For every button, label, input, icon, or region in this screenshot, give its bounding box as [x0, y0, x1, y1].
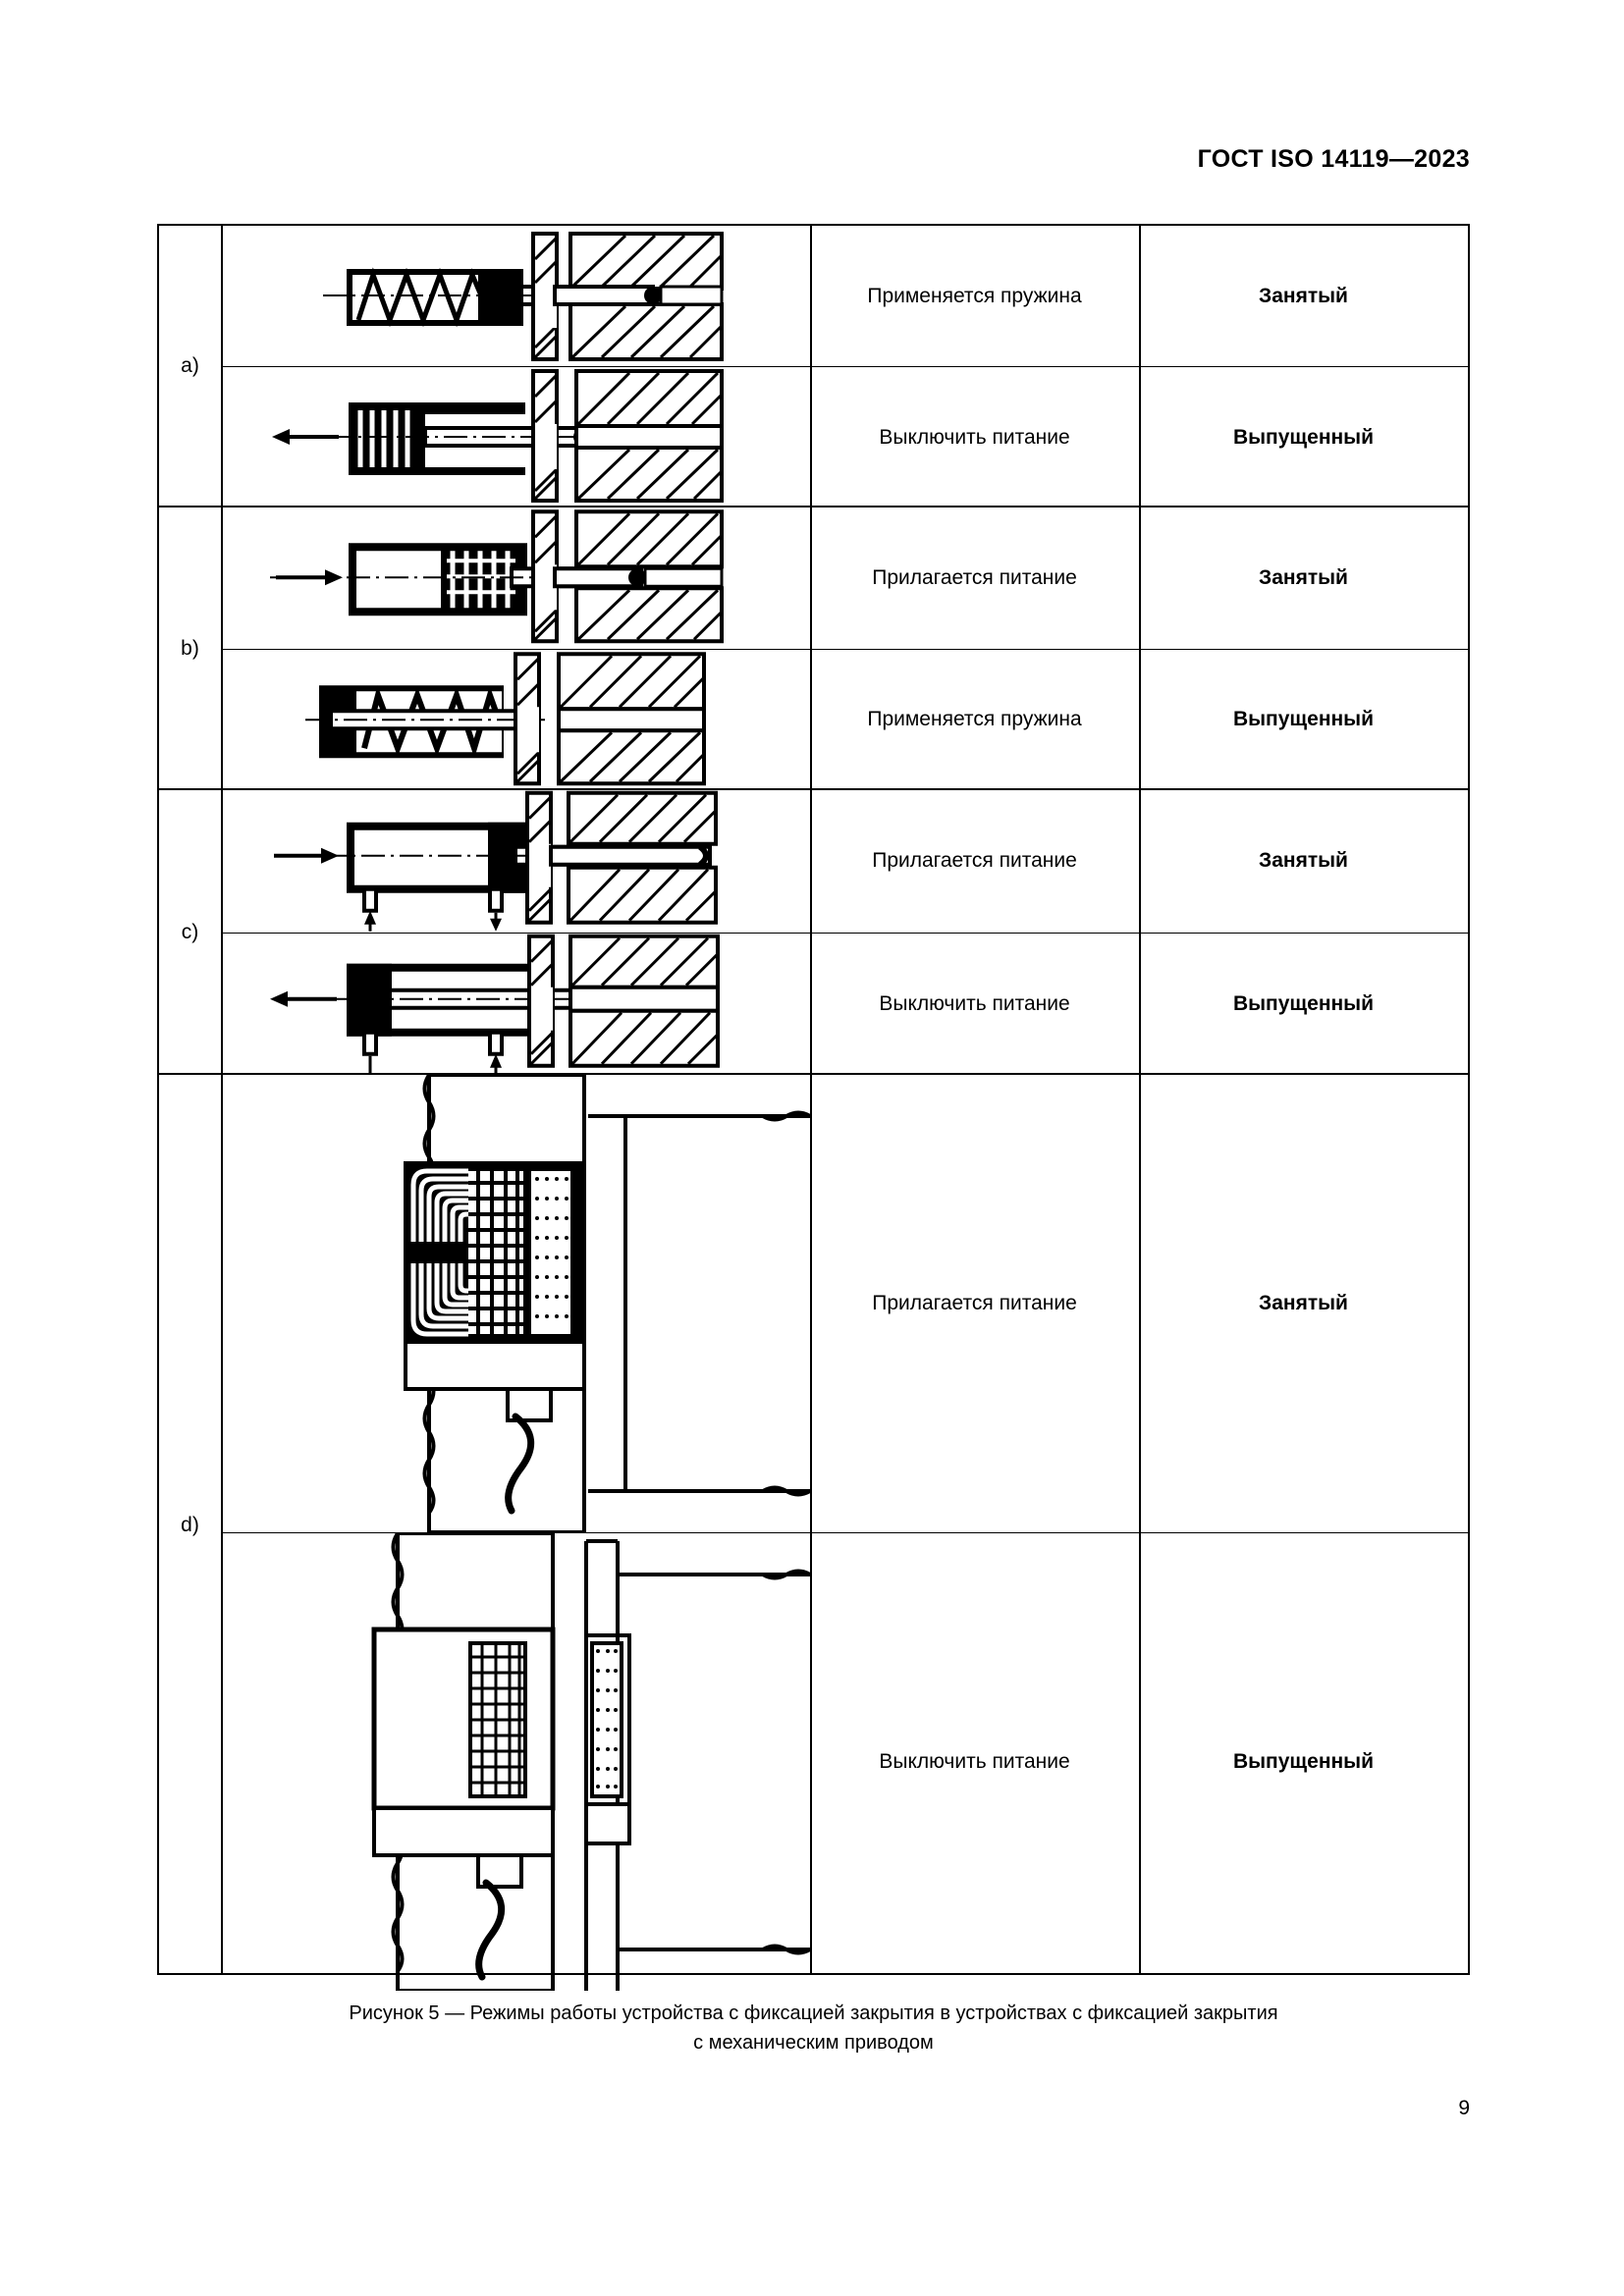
group-letter-b: b)	[181, 637, 199, 660]
table-row: Применяется пружина Занятый	[221, 226, 1468, 366]
table-row: Применяется пружина Выпущенный	[221, 648, 1468, 791]
figure-group-b: b)	[159, 506, 1468, 790]
diagram-pneumatic-power-on-bolt-extended	[221, 790, 810, 933]
state-label: Выпущенный	[1232, 425, 1375, 449]
column-divider-letter	[221, 226, 223, 1973]
figure-group-a: a)	[159, 226, 1468, 506]
state-label: Занятый	[1259, 284, 1348, 307]
state-label: Выпущенный	[1232, 1750, 1375, 1773]
diagram-spring-applied-bolt-retracted	[221, 650, 810, 791]
group-letter-a: a)	[181, 353, 199, 377]
figure-caption-line-1: Рисунок 5 — Режимы работы устройства с ф…	[349, 2002, 1278, 2024]
column-divider-action	[1139, 226, 1141, 1973]
table-row: Прилагается питание Занятый	[221, 790, 1468, 933]
action-label: Выключить питание	[879, 991, 1070, 1015]
action-label: Прилагается питание	[872, 565, 1077, 589]
action-label: Применяется пружина	[867, 708, 1082, 731]
page-number: 9	[1458, 2097, 1470, 2119]
state-label: Занятый	[1259, 565, 1348, 589]
diagram-power-off-bolt-retracted-spring-compressed	[221, 367, 810, 507]
table-row: Выключить питание Выпущенный	[221, 366, 1468, 507]
figure-caption: Рисунок 5 — Режимы работы устройства с ф…	[157, 1999, 1470, 2057]
figure-table: a)	[157, 224, 1470, 1991]
state-label: Выпущенный	[1232, 708, 1375, 731]
table-row: Прилагается питание Занятый	[221, 507, 1468, 649]
state-label: Занятый	[1259, 1292, 1348, 1314]
column-divider-diagram	[810, 226, 812, 1973]
action-label: Выключить питание	[879, 425, 1070, 449]
table-row: Выключить питание Выпущенный	[221, 1532, 1468, 1991]
action-label: Прилагается питание	[872, 849, 1077, 873]
figure-caption-line-2: с механическим приводом	[693, 2032, 934, 2054]
diagram-spring-applied-bolt-extended	[221, 226, 810, 366]
state-label: Выпущенный	[1232, 991, 1375, 1015]
table-row: Прилагается питание Занятый	[221, 1075, 1468, 1532]
action-label: Прилагается питание	[872, 1292, 1077, 1314]
action-label: Выключить питание	[879, 1750, 1070, 1773]
diagram-electromagnet-energized-door-closed	[221, 1075, 810, 1532]
figure-group-d: d)	[159, 1073, 1468, 1991]
standard-header-title: ГОСТ ISO 14119—2023	[1197, 145, 1470, 173]
group-letter-d: d)	[181, 1513, 199, 1536]
table-row: Выключить питание Выпущенный	[221, 932, 1468, 1076]
figure-group-c: c)	[159, 788, 1468, 1075]
diagram-electromagnet-deenergized-door-released	[221, 1533, 810, 1991]
group-letter-c: c)	[181, 921, 199, 943]
state-label: Занятый	[1259, 849, 1348, 873]
diagram-pneumatic-power-off-bolt-retracted	[221, 934, 810, 1076]
action-label: Применяется пружина	[867, 284, 1082, 307]
diagram-power-on-bolt-extended	[221, 507, 810, 649]
